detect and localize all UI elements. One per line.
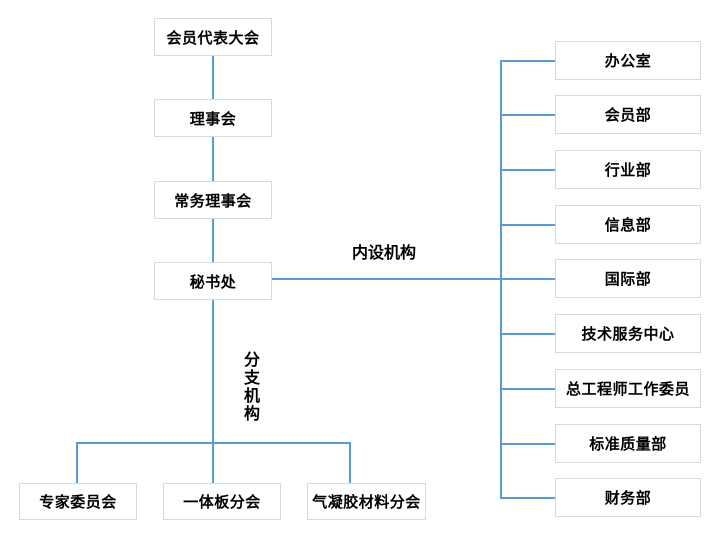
org-node-standards-quality-dept: 标准质量部 [555, 424, 701, 463]
org-node-international-dept: 国际部 [555, 259, 701, 298]
connector-drop-expert-committee [76, 442, 78, 483]
org-node-secretariat: 秘书处 [154, 262, 272, 300]
connector-secretariat-branches [212, 300, 214, 483]
connector-internal-spine [500, 60, 502, 498]
connector-stub-standards [500, 443, 555, 445]
branch-orgs-label: 分支机构 [241, 351, 260, 423]
internal-orgs-label: 内设机构 [352, 243, 417, 262]
org-node-label: 总工程师工作委员 [565, 380, 690, 398]
org-node-expert-committee: 专家委员会 [19, 483, 137, 520]
org-node-label: 专家委员会 [39, 493, 117, 511]
org-node-finance-dept: 财务部 [555, 478, 701, 517]
org-node-chief-engineer-committee: 总工程师工作委员 [555, 369, 701, 408]
connector-assembly-council [212, 55, 214, 99]
connector-drop-aerogel-branch [349, 442, 351, 483]
connector-stub-tech-service [500, 333, 555, 335]
org-node-label: 常务理事会 [174, 191, 252, 210]
org-node-label: 信息部 [604, 216, 652, 234]
org-node-office: 办公室 [555, 41, 701, 80]
org-node-label: 一体板分会 [183, 493, 261, 511]
org-node-label: 会员部 [604, 106, 652, 124]
org-node-label: 标准质量部 [589, 435, 667, 453]
org-node-membership-dept: 会员部 [555, 95, 701, 134]
connector-council-standing [212, 137, 214, 181]
org-node-label: 技术服务中心 [581, 325, 675, 343]
org-node-aerogel-materials-branch: 气凝胶材料分会 [307, 483, 426, 520]
connector-secretariat-internal [272, 278, 555, 280]
org-node-label: 国际部 [604, 270, 652, 288]
connector-standing-secretariat [212, 219, 214, 262]
org-node-information-dept: 信息部 [555, 205, 701, 244]
org-node-industry-dept: 行业部 [555, 150, 701, 189]
org-node-label: 行业部 [604, 161, 652, 179]
connector-stub-membership [500, 114, 555, 116]
org-node-label: 会员代表大会 [166, 28, 260, 47]
org-node-tech-service-center: 技术服务中心 [555, 314, 701, 353]
connector-branch-bus [77, 442, 351, 444]
org-node-integrated-panel-branch: 一体板分会 [163, 483, 281, 520]
connector-stub-finance [500, 497, 555, 499]
connector-stub-information [500, 224, 555, 226]
connector-stub-industry [500, 169, 555, 171]
org-node-label: 财务部 [604, 489, 652, 507]
org-node-standing-council: 常务理事会 [154, 181, 272, 219]
org-node-council: 理事会 [154, 99, 272, 137]
org-node-label: 理事会 [189, 109, 237, 128]
connector-stub-chief-engineer [500, 388, 555, 390]
org-node-label: 秘书处 [189, 272, 237, 291]
org-node-label: 气凝胶材料分会 [312, 493, 421, 511]
org-node-members-congress: 会员代表大会 [154, 18, 272, 56]
org-node-label: 办公室 [604, 52, 652, 70]
connector-stub-office [500, 60, 555, 62]
